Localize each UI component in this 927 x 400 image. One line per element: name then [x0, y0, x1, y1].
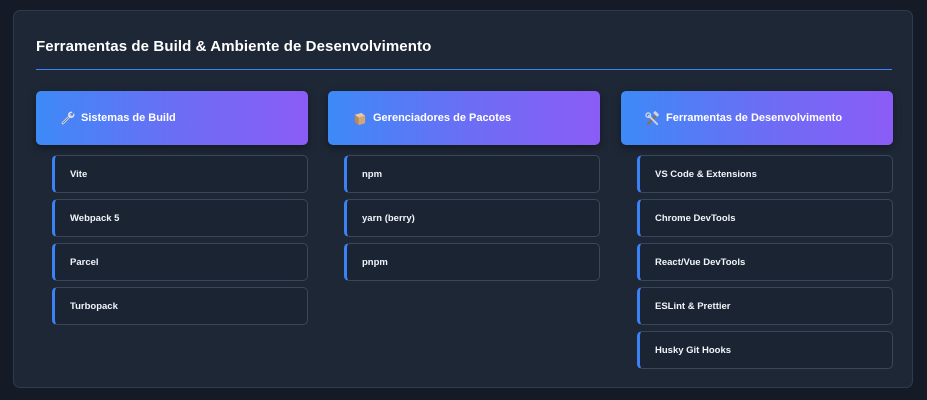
column-header-label: Sistemas de Build [81, 112, 176, 124]
list-item[interactable]: Chrome DevTools [637, 199, 893, 237]
column-header-package-managers: Gerenciadores de Pacotes [328, 91, 600, 145]
title-divider [36, 69, 892, 70]
list-item[interactable]: Vite [52, 155, 308, 193]
panel-title: Ferramentas de Build & Ambiente de Desen… [36, 38, 432, 55]
list-item[interactable]: npm [344, 155, 600, 193]
column-header-label: Gerenciadores de Pacotes [373, 112, 512, 124]
list-item[interactable]: React/Vue DevTools [637, 243, 893, 281]
column-header-dev-tools: Ferramentas de Desenvolvimento [621, 91, 893, 145]
column-package-managers: Gerenciadores de Pacotes npm yarn (berry… [328, 91, 600, 287]
build-systems-list: Vite Webpack 5 Parcel Turbopack [52, 155, 308, 325]
list-item[interactable]: VS Code & Extensions [637, 155, 893, 193]
list-item[interactable]: pnpm [344, 243, 600, 281]
tools-panel: Ferramentas de Build & Ambiente de Desen… [13, 10, 913, 388]
package-managers-list: npm yarn (berry) pnpm [344, 155, 600, 281]
column-build-systems: Sistemas de Build Vite Webpack 5 Parcel … [36, 91, 308, 331]
list-item[interactable]: Webpack 5 [52, 199, 308, 237]
column-dev-tools: Ferramentas de Desenvolvimento VS Code &… [621, 91, 893, 375]
hammer-wrench-icon [644, 110, 660, 126]
list-item[interactable]: Turbopack [52, 287, 308, 325]
wrench-icon [59, 110, 75, 126]
list-item[interactable]: ESLint & Prettier [637, 287, 893, 325]
list-item[interactable]: Husky Git Hooks [637, 331, 893, 369]
package-icon [351, 110, 367, 126]
dev-tools-list: VS Code & Extensions Chrome DevTools Rea… [637, 155, 893, 369]
list-item[interactable]: Parcel [52, 243, 308, 281]
column-header-label: Ferramentas de Desenvolvimento [666, 112, 843, 124]
list-item[interactable]: yarn (berry) [344, 199, 600, 237]
column-header-build-systems: Sistemas de Build [36, 91, 308, 145]
